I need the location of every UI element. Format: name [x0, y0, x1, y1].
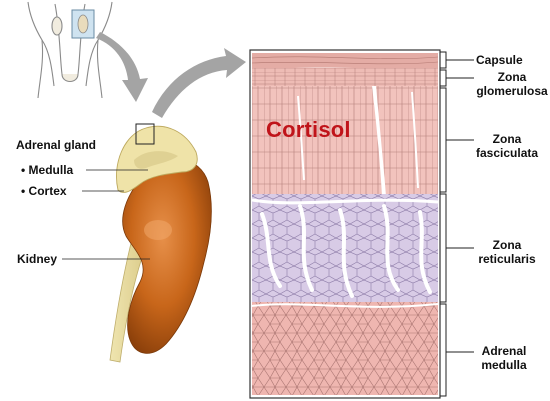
label-capsule: Capsule	[476, 53, 523, 67]
label-zona-glomerulosa-line1: Zona	[476, 70, 548, 84]
label-kidney: Kidney	[17, 252, 57, 266]
zoom-arrow-down	[96, 32, 148, 102]
label-medulla: • Medulla	[21, 163, 73, 177]
label-zona-glomerulosa: Zona glomerulosa	[476, 70, 548, 98]
label-adrenal-medulla-line2: medulla	[476, 358, 532, 372]
kidney-shine	[144, 220, 172, 240]
label-adrenal-medulla: Adrenal medulla	[476, 344, 532, 372]
label-adrenal-medulla-line1: Adrenal	[476, 344, 532, 358]
label-zona-reticularis-line2: reticularis	[476, 252, 538, 266]
body-kidney-icon	[78, 15, 88, 33]
label-zona-reticularis: Zona reticularis	[476, 238, 538, 266]
label-zona-fasciculata-line2: fasciculata	[476, 146, 538, 160]
label-zona-glomerulosa-line2: glomerulosa	[476, 84, 548, 98]
body-outline-illustration	[28, 2, 112, 98]
label-zona-fasciculata: Zona fasciculata	[476, 132, 538, 160]
zoom-arrow-right	[152, 48, 246, 118]
histology-panel	[250, 50, 440, 398]
label-zona-fasciculata-line1: Zona	[476, 132, 538, 146]
right-brackets	[440, 52, 474, 396]
label-cortex: • Cortex	[21, 184, 67, 198]
label-adrenal-gland: Adrenal gland	[16, 138, 96, 152]
label-zona-reticularis-line1: Zona	[476, 238, 538, 252]
cortisol-label: Cortisol	[266, 117, 351, 143]
